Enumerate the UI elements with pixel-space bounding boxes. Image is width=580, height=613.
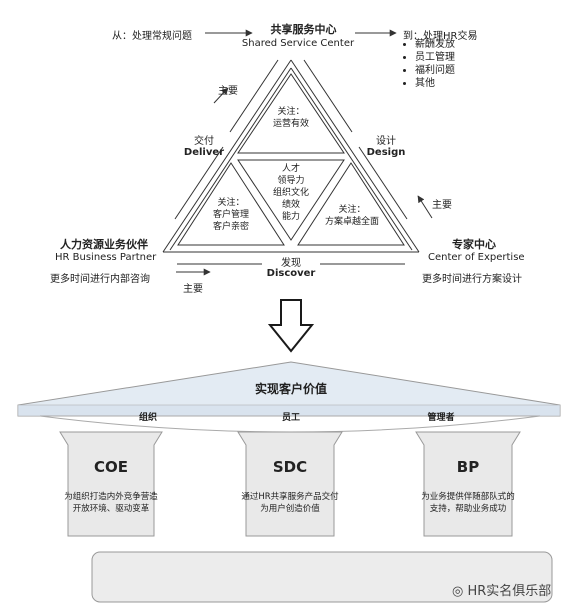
triangle-left [177, 162, 285, 246]
down-arrow [267, 299, 315, 353]
left-focus-1: 关注： [217, 198, 245, 208]
center-focus-4: 能力 [281, 212, 300, 222]
coe-en: Center of Expertise [428, 252, 525, 263]
discover-cn: 发现 [281, 258, 301, 269]
primary-label-left: 主要 [218, 86, 238, 97]
pillar-coe-title: COE [93, 458, 128, 476]
top-focus-2: 运营有效 [272, 119, 309, 129]
top-focus-1: 关注： [277, 107, 305, 117]
left-focus-2: 客户管理 [212, 210, 249, 220]
left-focus-3: 客户亲密 [212, 222, 249, 232]
center-focus-1: 领导力 [277, 176, 305, 186]
hrbp-note: 更多时间进行内部咨询 [50, 274, 150, 285]
list-item: 福利问题 [415, 64, 455, 77]
pillar-bp-desc: 为业务提供伴随部队式的支持，帮助业务成功 [421, 492, 515, 514]
pillar-coe-desc: 为组织打造内外竞争营造开放环境、驱动变革 [64, 492, 158, 514]
center-focus-0: 人才 [281, 164, 300, 174]
from-label: 从：处理常规问题 [112, 31, 192, 42]
triangle-center-inverted [237, 159, 345, 241]
hrbp-en: HR Business Partner [55, 252, 157, 263]
right-focus-1: 关注： [338, 205, 366, 215]
to-label: 到：处理HR交易 [403, 31, 478, 42]
roof-title: 实现客户价值 [254, 382, 327, 396]
discover-en: Discover [266, 268, 316, 279]
pillar-shapes [59, 431, 521, 537]
coe-cn: 专家中心 [452, 238, 496, 251]
watermark-text: HR实名俱乐部 [467, 584, 552, 599]
ssc-title-cn: 共享服务中心 [270, 23, 337, 36]
ssc-title-en: Shared Service Center [241, 38, 355, 49]
design-en: Design [366, 147, 406, 158]
primary-label-right: 主要 [432, 200, 452, 211]
house-base [91, 551, 553, 603]
arrow-primary-left [213, 87, 229, 104]
list-item: 员工管理 [415, 51, 455, 64]
triangle-top [237, 73, 345, 154]
list-item: 其他 [415, 77, 455, 90]
center-focus-3: 绩效 [281, 200, 300, 210]
right-focus-2: 方案卓越全面 [324, 217, 379, 227]
roof-label-org: 组织 [138, 413, 157, 423]
deliver-cn: 交付 [194, 136, 214, 147]
inner-triangles [177, 73, 405, 246]
wechat-icon: ◎ [452, 584, 464, 599]
pillar-bp-title: BP [456, 458, 480, 476]
primary-label-bottom: 主要 [183, 284, 203, 295]
center-focus-2: 组织文化 [272, 188, 309, 198]
outer-side-lines [174, 59, 408, 265]
hrbp-cn: 人力资源业务伙伴 [60, 238, 148, 251]
list-item: 薪酬发放 [415, 38, 455, 51]
watermark: ◎ HR实名俱乐部 [452, 580, 551, 599]
roof-label-employee: 员工 [281, 413, 300, 423]
pillar-sdc-desc: 通过HR共享服务产品交付为用户创造价值 [241, 492, 339, 514]
pillar-sdc-title: SDC [272, 458, 308, 476]
roof-label-manager: 管理者 [427, 413, 455, 423]
triangle-right [297, 162, 405, 246]
design-cn: 设计 [376, 136, 396, 147]
deliver-en: Deliver [183, 147, 225, 158]
coe-note: 更多时间进行方案设计 [422, 274, 522, 285]
ssc-items-list: 薪酬发放 员工管理 福利问题 其他 [403, 38, 455, 90]
outer-triangle [162, 59, 420, 253]
arrow-primary-right [417, 195, 433, 219]
